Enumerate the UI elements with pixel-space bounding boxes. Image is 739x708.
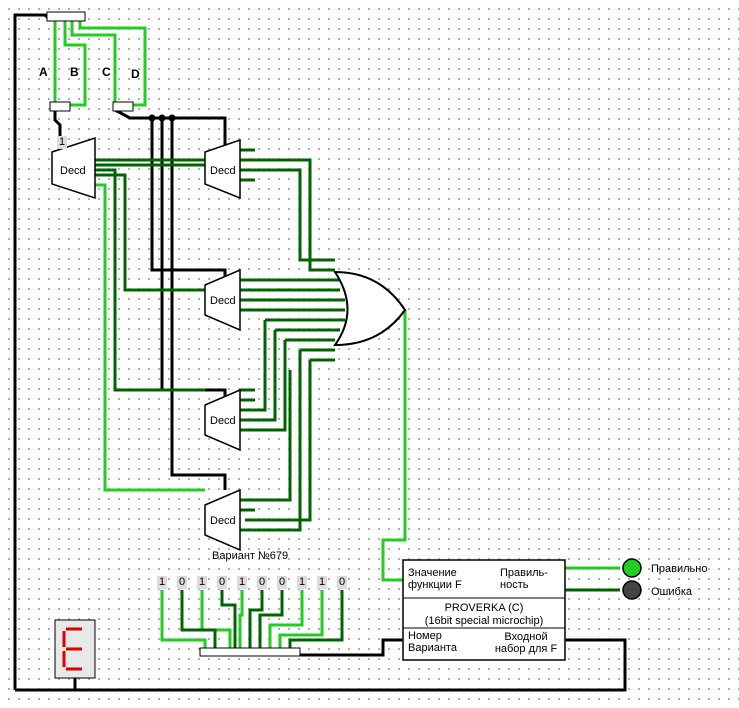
or-gate[interactable] — [333, 270, 407, 347]
chip-out-ok: Правиль- ность — [500, 567, 548, 591]
variant-bit-input[interactable]: 1 — [197, 576, 207, 589]
splitter-cd[interactable] — [112, 101, 134, 112]
variant-splitter[interactable] — [199, 647, 301, 657]
input-c-label: C — [102, 65, 111, 79]
chip-name: PROVERKA (C) — [444, 602, 524, 614]
variant-bit-input[interactable]: 1 — [297, 576, 307, 589]
bus-junction — [148, 114, 156, 122]
led-error-label: Ошибка — [651, 586, 692, 598]
chip-in-variant: Номер Варианта — [408, 630, 457, 654]
input-a-label: A — [39, 65, 48, 79]
variant-bit-input[interactable]: 0 — [177, 576, 187, 589]
variant-bit-input[interactable]: 0 — [257, 576, 267, 589]
proverka-chip[interactable] — [402, 559, 566, 661]
input-b-label: B — [70, 65, 79, 79]
variant-bit-input[interactable]: 1 — [157, 576, 167, 589]
bus-junction — [158, 114, 166, 122]
chip-in-set: Входной набор для F — [494, 631, 558, 655]
decoder-0[interactable] — [51, 136, 96, 200]
led-error — [622, 580, 642, 600]
variant-title: Вариант №679 — [212, 550, 289, 562]
dark-wires — [95, 148, 620, 650]
decoder-1[interactable] — [204, 138, 241, 200]
decoder-3[interactable] — [204, 388, 241, 452]
decoder-2-label: Decd — [210, 295, 236, 307]
decoder-4[interactable] — [204, 488, 241, 552]
led-ok — [622, 558, 642, 578]
decoder-select-value[interactable]: 1 — [57, 136, 67, 149]
decoder-2[interactable] — [204, 268, 241, 332]
chip-in-f: Значение функции F — [408, 567, 462, 591]
variant-bit-input[interactable]: 1 — [317, 576, 327, 589]
bus-junction — [168, 114, 176, 122]
variant-bit-input[interactable]: 0 — [277, 576, 287, 589]
decoders — [51, 136, 241, 552]
input-d-label: D — [131, 67, 140, 81]
decoder-3-label: Decd — [210, 415, 236, 427]
seven-seg-segments — [62, 627, 82, 671]
variant-bit-input[interactable]: 0 — [217, 576, 227, 589]
green-wires — [53, 20, 620, 650]
variant-bit-input[interactable]: 0 — [337, 576, 347, 589]
decoder-4-label: Decd — [210, 515, 236, 527]
led-ok-label: Правильно — [651, 563, 708, 575]
input-splitter[interactable] — [46, 11, 86, 22]
chip-desc: (16bit special microchip) — [424, 615, 544, 627]
splitter-ab[interactable] — [49, 101, 71, 112]
decoder-0-label: Decd — [60, 165, 86, 177]
variant-bit-input[interactable]: 1 — [237, 576, 247, 589]
decoder-1-label: Decd — [210, 165, 236, 177]
